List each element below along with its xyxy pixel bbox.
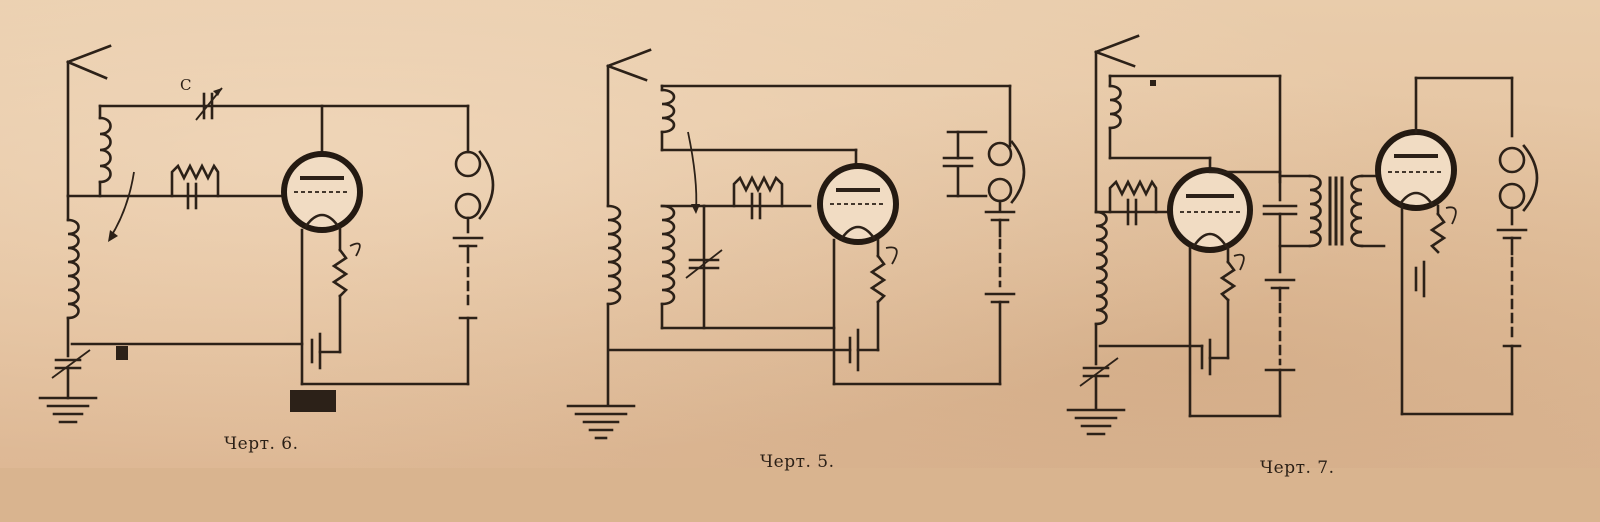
filament-battery-icon	[1200, 338, 1230, 376]
bypass-capacitor-icon	[942, 130, 988, 198]
figure-6-caption: Черт. 6.	[224, 434, 299, 454]
grid-leak-icon	[170, 163, 220, 210]
ground-icon	[38, 396, 98, 424]
secondary-coil-icon	[660, 204, 836, 330]
antenna-icon	[606, 48, 652, 208]
headphones-icon	[987, 140, 1026, 212]
vacuum-tube-icon	[1167, 167, 1253, 253]
coil-icon	[660, 84, 858, 152]
coupling-arrow-icon	[108, 171, 135, 242]
variable-capacitor-icon	[685, 249, 723, 279]
battery-icon-2	[1496, 228, 1528, 416]
headphones-icon	[454, 104, 495, 234]
coupling-arrow-icon	[687, 131, 700, 214]
variable-capacitor-ground-icon	[51, 349, 91, 400]
ground-icon	[566, 404, 636, 440]
antenna-icon	[1094, 34, 1140, 214]
rheostat-icon-2	[1429, 206, 1457, 254]
variable-capacitor-ground-icon	[1079, 357, 1119, 410]
filament-battery-icon	[310, 332, 342, 370]
figure-5-schematic	[566, 48, 1026, 440]
grid-leak-icon	[732, 175, 784, 220]
battery-icon	[984, 210, 1016, 386]
vacuum-tube-icon-2	[1375, 129, 1457, 211]
rheostat-icon	[1219, 253, 1245, 360]
coil-icon-antenna	[606, 204, 622, 406]
filament-battery-icon-2	[1414, 260, 1426, 298]
grid-leak-icon	[1108, 179, 1158, 226]
vacuum-tube-icon	[281, 151, 363, 233]
filament-battery-icon	[848, 328, 880, 372]
rheostat-icon	[331, 242, 361, 354]
figure-7-panel: Черт. 7.	[1066, 0, 1594, 522]
figure-7-schematic	[1066, 34, 1539, 436]
transformer-icon	[1278, 174, 1386, 248]
figure-5-caption: Черт. 5.	[760, 452, 835, 472]
figure-7-caption: Черт. 7.	[1260, 458, 1335, 478]
battery-icon	[1264, 278, 1296, 418]
antenna-icon	[66, 44, 112, 198]
rheostat-icon	[869, 246, 898, 352]
coil-icon	[98, 104, 112, 198]
ground-icon	[1066, 408, 1126, 436]
paper-strip	[0, 468, 1600, 522]
figure-5-panel: Черт. 5.	[538, 0, 1066, 522]
vacuum-tube-icon	[817, 163, 899, 245]
headphones-icon	[1498, 144, 1539, 226]
variable-capacitor-icon	[195, 87, 223, 121]
capacitor-label: C	[180, 76, 192, 94]
figure-6-schematic	[38, 44, 495, 424]
bypass-capacitor-icon	[1262, 204, 1298, 274]
coil-icon-antenna	[66, 194, 80, 358]
figure-6-panel: C Черт. 6.	[10, 0, 538, 522]
battery-icon	[452, 236, 484, 386]
coil-icon	[1108, 74, 1212, 174]
coil-icon-antenna	[1094, 210, 1108, 366]
